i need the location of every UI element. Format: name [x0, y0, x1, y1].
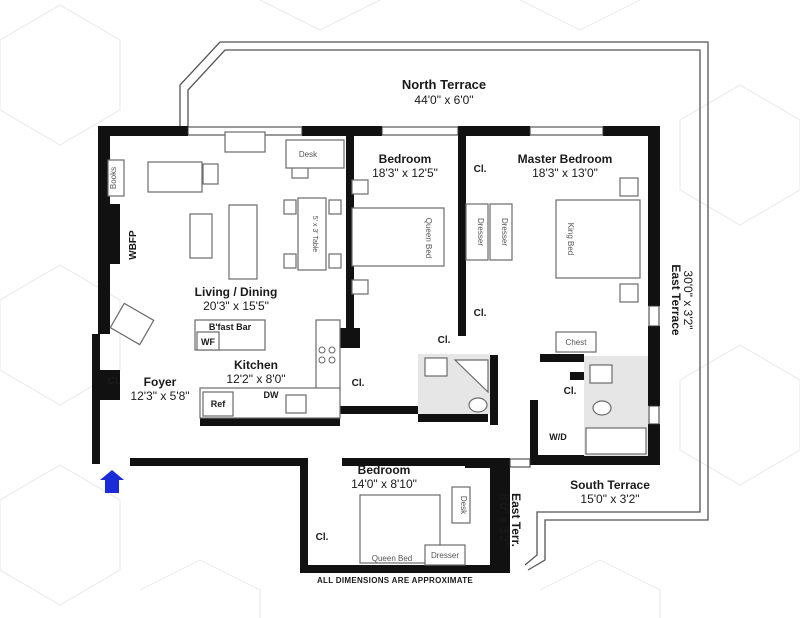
master-furniture: [555, 177, 641, 353]
king-bed-label: King Bed: [566, 223, 575, 255]
terrace-outline: [179, 41, 709, 571]
closet-bed1-top-label: Cl.: [474, 164, 487, 175]
living-furniture: [107, 131, 345, 351]
windows: [187, 126, 660, 468]
kitchen-label: Kitchen: [234, 358, 278, 372]
north-terrace-dims: 44'0" x 6'0": [414, 93, 473, 107]
east-terr-small-label: East Terr.: [509, 493, 523, 547]
bedroom2-dims: 14'0" x 8'10": [351, 477, 417, 491]
east-terrace-label: East Terrace: [669, 264, 683, 335]
footer-note: All dimensions are approximate: [317, 576, 473, 585]
chest-label: Chest: [566, 338, 588, 347]
closet-bed1-mid-label: Cl.: [474, 308, 487, 319]
dresser2-label: Dresser: [500, 218, 509, 246]
closet-foyer-label: Cl.: [108, 376, 121, 387]
master-bedroom-dims: 18'3" x 13'0": [532, 166, 598, 180]
foyer-label: Foyer: [144, 375, 177, 389]
east-terr-small-dims: 8'0" x 3'2": [497, 494, 511, 546]
living-dims: 20'3" x 15'5": [203, 299, 269, 313]
north-terrace-label: North Terrace: [402, 77, 486, 92]
books-label: Books: [109, 167, 118, 189]
dw-label: DW: [264, 390, 279, 400]
bedroom1-dims: 18'3" x 12'5": [372, 166, 438, 180]
closet-hall-label: Cl.: [352, 378, 365, 389]
living-label: Living / Dining: [195, 285, 278, 299]
ref-label: Ref: [211, 399, 227, 409]
desk1-label: Desk: [299, 150, 318, 159]
bedroom2-label: Bedroom: [358, 463, 411, 477]
wbfp-label: WBFP: [128, 230, 139, 260]
east-terrace-dims: 30'0" x 3'2": [681, 270, 695, 329]
table-label: 5' x 3' Table: [311, 216, 318, 253]
exterior-walls: [92, 126, 660, 573]
bedroom1-furniture: [351, 179, 513, 295]
queen-bed2-label: Queen Bed: [372, 554, 412, 563]
kitchen-dims: 12'2" x 8'0": [226, 372, 285, 386]
master-bedroom-label: Master Bedroom: [518, 152, 613, 166]
bedroom2-furniture: [359, 486, 471, 566]
closet-master-label: Cl.: [564, 386, 577, 397]
closet-bed2-label: Cl.: [316, 532, 329, 543]
dresser1-label: Dresser: [476, 218, 485, 246]
desk2-label: Desk: [459, 496, 468, 515]
bath-fixtures: [424, 357, 647, 455]
south-terrace-dims: 15'0" x 3'2": [580, 492, 639, 506]
dresser3-label: Dresser: [431, 551, 459, 560]
kitchen-counters: [199, 319, 341, 419]
closet-bath-label: Cl.: [438, 335, 451, 346]
wd-label: W/D: [549, 432, 567, 442]
bfast-bar-label: B'fast Bar: [209, 322, 252, 332]
bedroom1-label: Bedroom: [379, 152, 432, 166]
queen-bed1-label: Queen Bed: [424, 218, 433, 258]
foyer-dims: 12'3" x 5'8": [130, 389, 189, 403]
south-terrace-label: South Terrace: [570, 478, 650, 492]
wf-label: WF: [201, 337, 215, 347]
entry-arrow[interactable]: [100, 470, 124, 493]
